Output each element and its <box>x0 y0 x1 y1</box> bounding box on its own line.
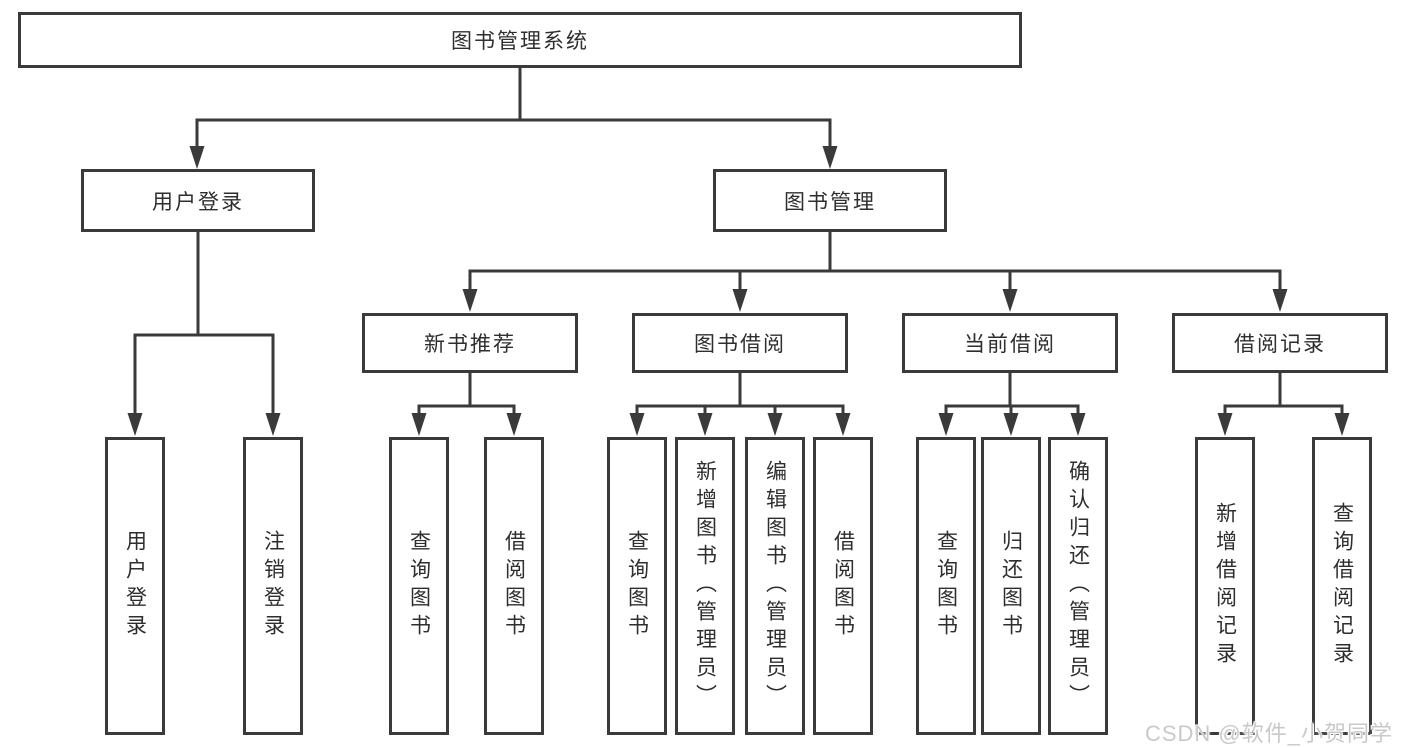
leaf-add-books-admin: 新增图书（管理员） <box>675 437 735 735</box>
leaf-query-borrow-record: 查询借阅记录 <box>1312 437 1372 735</box>
leaf-return-books: 归还图书 <box>981 437 1041 735</box>
leaf-query-books-borrowing: 查询图书 <box>607 437 667 735</box>
node-book-management: 图书管理 <box>713 169 947 232</box>
node-current-borrowing: 当前借阅 <box>902 313 1118 373</box>
leaf-borrow-books-borrowing: 借阅图书 <box>813 437 873 735</box>
leaf-logout: 注销登录 <box>243 437 303 735</box>
node-new-book-recommendation: 新书推荐 <box>362 313 578 373</box>
leaf-query-books-recommend: 查询图书 <box>389 437 449 735</box>
leaf-borrow-books-recommend: 借阅图书 <box>484 437 544 735</box>
node-user-login-branch: 用户登录 <box>81 169 315 232</box>
node-book-borrowing: 图书借阅 <box>632 313 848 373</box>
leaf-query-books-current: 查询图书 <box>916 437 976 735</box>
leaf-edit-books-admin: 编辑图书（管理员） <box>745 437 805 735</box>
leaf-user-login: 用户登录 <box>105 437 165 735</box>
node-borrowing-records: 借阅记录 <box>1172 313 1388 373</box>
leaf-confirm-return-admin: 确认归还（管理员） <box>1048 437 1108 735</box>
leaf-add-borrow-record: 新增借阅记录 <box>1195 437 1255 735</box>
node-library-system: 图书管理系统 <box>18 12 1022 68</box>
watermark-text: CSDN @软件_小贺同学 <box>1144 721 1393 746</box>
